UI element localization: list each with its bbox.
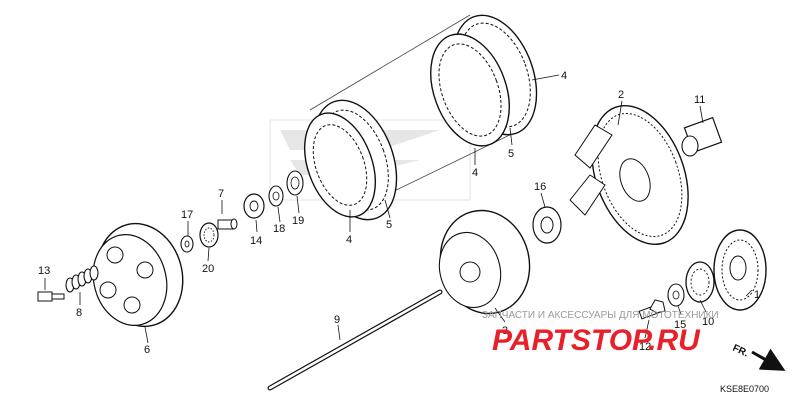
callout-17: 17: [181, 209, 193, 221]
callout-4c: 4: [561, 70, 567, 82]
clutch-push-rod: [267, 289, 443, 391]
bolt-13: [37, 291, 65, 302]
bolt-12: [638, 299, 666, 320]
callout-9: 9: [334, 314, 340, 326]
callout-15: 15: [674, 319, 686, 331]
callout-18: 18: [273, 223, 285, 235]
callout-labels: 1 2 3 4 4 4 5 5 6 7 8 9 10 11 12 13 14 1…: [38, 70, 760, 356]
callout-3: 3: [502, 325, 508, 337]
clutch-collar: [681, 116, 723, 157]
arrow-right-icon: [751, 348, 786, 371]
callout-10: 10: [702, 316, 714, 328]
callout-2: 2: [618, 89, 624, 101]
callout-13: 13: [38, 265, 50, 277]
diagram-code: KSE8E0700: [720, 384, 769, 394]
callout-5b: 5: [508, 148, 514, 160]
watermark-tagline: ЗАПЧАСТИ И АКСЕССУАРЫ ДЛЯ МОТОТЕХНИКИ: [482, 310, 719, 321]
callout-4b: 4: [472, 167, 478, 179]
lock-nut-14: [243, 193, 265, 219]
callout-20: 20: [202, 263, 214, 275]
leader-lines: [44, 74, 753, 344]
callout-4a: 4: [346, 234, 352, 246]
direction-label: FR.: [731, 343, 750, 360]
lock-washer-18: [268, 185, 284, 207]
washer-17: [180, 235, 194, 253]
washer-15: [667, 283, 685, 307]
front-direction-indicator: FR.: [731, 343, 786, 371]
callout-1: 1: [754, 289, 760, 301]
callout-7: 7: [218, 188, 224, 200]
clutch-spring: [65, 265, 99, 293]
lifter-piece-7: [217, 218, 238, 230]
callout-5a: 5: [386, 219, 392, 231]
callout-12: 12: [639, 341, 651, 353]
friction-disc-stack-front: [304, 99, 398, 221]
friction-disc-stack-rear: [430, 14, 538, 147]
thrust-washer-16: [532, 206, 562, 244]
callout-8: 8: [76, 307, 82, 319]
callout-14: 14: [250, 235, 262, 247]
pressure-plate: [92, 222, 184, 328]
watermark-brand: PARTSTOP.RU: [492, 324, 701, 357]
clutch-center-hub: [438, 209, 531, 315]
primary-drive-gear: [713, 229, 767, 311]
small-gear-10: [685, 261, 715, 303]
clutch-outer-basket: [569, 104, 689, 246]
bearing-20: [199, 222, 219, 248]
judder-spring-19: [286, 170, 304, 196]
callout-6: 6: [144, 344, 150, 356]
callout-19: 19: [292, 215, 304, 227]
callout-16: 16: [534, 181, 546, 193]
callout-11: 11: [694, 94, 705, 106]
